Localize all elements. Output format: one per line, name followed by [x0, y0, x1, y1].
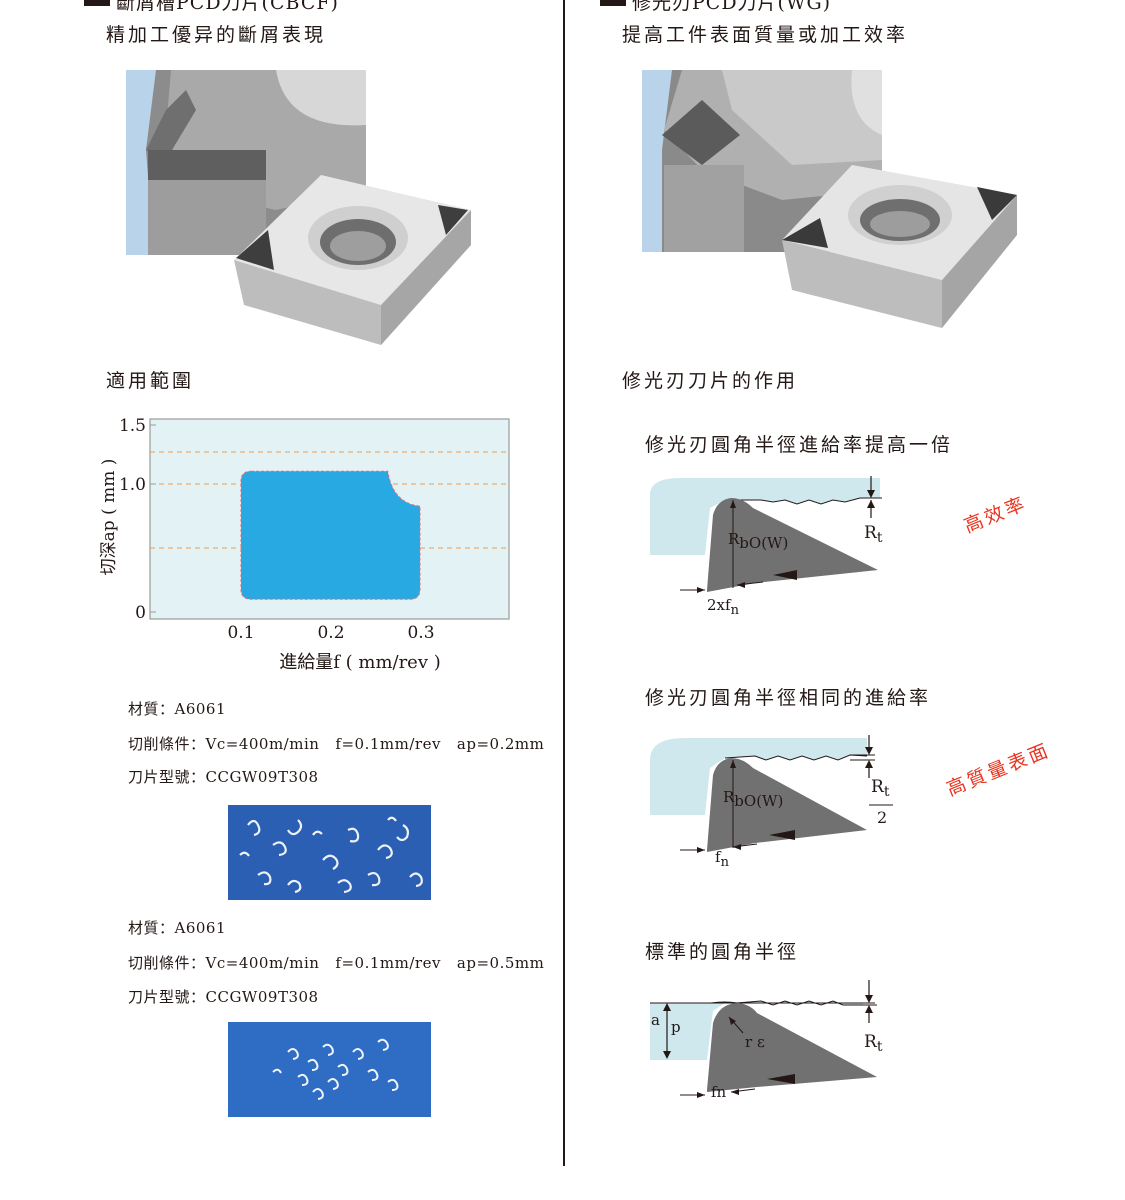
sample1-model: 刀片型號：CCGW09T308 [128, 768, 319, 786]
sample2-material: 材質：A6061 [128, 919, 227, 937]
right-header: 修光刃PCD刀片(WG) [632, 0, 832, 14]
sample2-vc: Vc=400m/min [205, 954, 320, 972]
diagram1-tag: 高效率 [960, 492, 1031, 538]
cbcf-insert-image [126, 70, 471, 345]
wg-insert-image [642, 70, 1017, 328]
y-tick-label-2: 1.5 [119, 416, 146, 436]
applicable-region [240, 470, 421, 600]
y-axis-label: 切深ap ( mm ) [99, 459, 119, 576]
right-header-bar [600, 0, 626, 6]
sample2-model: 刀片型號：CCGW09T308 [128, 988, 319, 1006]
diagram3-rt-label: Rt [864, 1032, 883, 1055]
diagram2-rt-denominator: 2 [877, 808, 887, 827]
sample1-ap: ap=0.2mm [456, 735, 545, 753]
diagram2-rt-label: Rt [871, 777, 890, 800]
diagram2-feed-label: fn [715, 848, 730, 870]
diagram2-r-label: RbO(W) [723, 788, 783, 810]
left-header: 斷屑槽PCD刀片(CBCF) [116, 0, 339, 14]
sample2-f: f=0.1mm/rev [335, 954, 441, 972]
left-header-bar [84, 0, 110, 6]
sample1-cond-label: 切削條件： [128, 735, 206, 753]
role-title: 修光刃刀片的作用 [622, 370, 799, 392]
right-subtitle: 提高工件表面質量或加工效率 [622, 24, 909, 46]
sample1-material: 材質：A6061 [128, 700, 227, 718]
sample2-ap: ap=0.5mm [456, 954, 545, 972]
sample1-conditions: 切削條件：Vc=400m/min f=0.1mm/rev ap=0.2mm [128, 733, 544, 754]
x-tick-label-1: 0.2 [317, 623, 344, 643]
sample2-conditions: 切削條件：Vc=400m/min f=0.1mm/rev ap=0.5mm [128, 952, 544, 973]
diagram1-rt-label: Rt [864, 523, 883, 546]
diagram2: RbO(W) Rt 2 fn [650, 735, 893, 870]
diagram1-r-label: RbO(W) [728, 530, 788, 552]
x-tick-label-2: 0.3 [407, 623, 434, 643]
diagram3: a p r ε Rt fn [650, 980, 883, 1101]
x-tick-label-0: 0.1 [227, 623, 254, 643]
diagram3-ap-p: p [671, 1018, 681, 1036]
diagram3-feed-label: fn [711, 1083, 727, 1101]
diagram1: RbO(W) Rt 2xfn [650, 476, 883, 618]
diagram2-title: 修光刃圓角半徑相同的進給率 [645, 687, 932, 709]
range-title: 適用範圍 [106, 370, 195, 392]
y-tick-label-1: 1.0 [119, 475, 146, 495]
diagram1-feed-label: 2xfn [707, 596, 740, 618]
sample1-f: f=0.1mm/rev [335, 735, 441, 753]
diagram1-title: 修光刃圓角半徑進給率提高一倍 [645, 434, 954, 456]
chips-photo-1 [228, 805, 431, 900]
y-tick-label-0: 0 [135, 603, 146, 623]
diagram3-re-label: r ε [745, 1033, 765, 1051]
sample1-vc: Vc=400m/min [205, 735, 320, 753]
chips-photo-2 [228, 1022, 431, 1117]
left-subtitle: 精加工優异的斷屑表現 [106, 24, 327, 46]
sample2-cond-label: 切削條件： [128, 954, 206, 972]
diagram3-ap-a: a [651, 1011, 660, 1029]
diagram2-tag: 高質量表面 [943, 739, 1054, 801]
diagram3-title: 標準的圓角半徑 [645, 941, 800, 963]
x-axis-label: 進給量f ( mm/rev ) [279, 652, 441, 673]
range-chart: 0 1.0 1.5 0.1 0.2 0.3 進給量f ( mm/rev ) 切深ap (… [99, 416, 510, 673]
column-divider [563, 0, 565, 1166]
